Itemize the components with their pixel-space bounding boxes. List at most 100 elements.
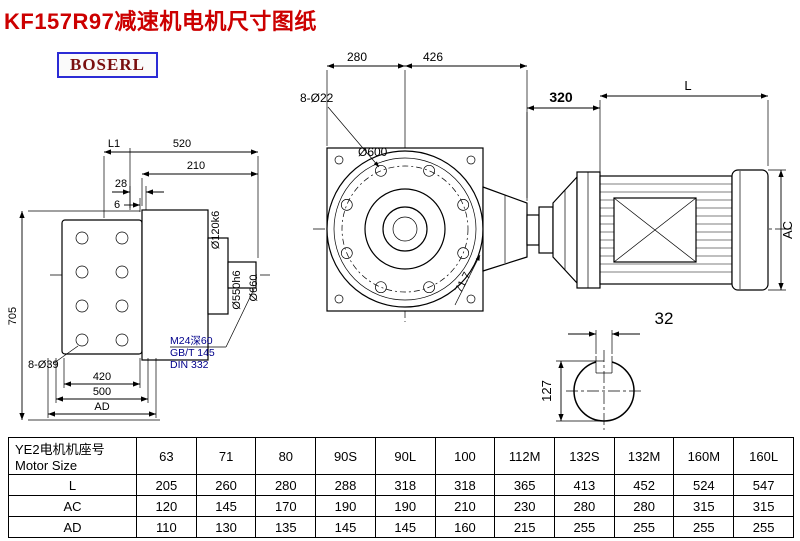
size-header-cell: 160M	[673, 437, 735, 475]
dim-value-cell: 280	[613, 495, 675, 517]
shaft-section-view: 32 127	[539, 309, 673, 430]
dim-value-cell: 135	[255, 516, 317, 538]
dim-value-cell: 210	[434, 495, 496, 517]
dim-value-cell: 524	[673, 474, 735, 496]
note-gbt-145: GB/T 145	[170, 347, 215, 359]
motor-size-label-cn: YE2电机机座号	[15, 442, 105, 457]
dim-value-cell: 120	[136, 495, 197, 517]
dim-8xd22: 8-Ø22	[300, 91, 334, 105]
dim-shaft-diameter: Ø120k6	[210, 211, 222, 250]
dim-value-cell: 255	[673, 516, 735, 538]
dim-value-cell: 315	[673, 495, 735, 517]
flange-step-circle	[333, 157, 477, 301]
flange-bolt-holes-front	[340, 164, 470, 294]
size-header-cell: 71	[195, 437, 257, 475]
size-header-cell: 112M	[494, 437, 556, 475]
size-header-cell: 100	[434, 437, 496, 475]
dim-value-cell: 110	[136, 516, 197, 538]
dim-420: 420	[93, 371, 111, 383]
dim-value-cell: 288	[315, 474, 376, 496]
shaft-bore-circle	[382, 206, 428, 252]
dim-value-cell: 315	[733, 495, 794, 517]
dim-value-cell: 145	[195, 495, 257, 517]
size-header-cell: 90S	[315, 437, 376, 475]
motor-flange	[576, 171, 601, 289]
size-header-cell: 160L	[733, 437, 794, 475]
dim-l: L	[684, 78, 691, 93]
dim-8xd39: 8-Ø39	[28, 359, 59, 371]
fan-cowl	[731, 169, 769, 291]
dim-705: 705	[7, 307, 19, 325]
output-shaft	[227, 261, 257, 289]
corner-holes	[334, 155, 476, 304]
size-header-cell: 80	[255, 437, 317, 475]
dim-value-cell: 205	[136, 474, 197, 496]
dim-value-cell: 160	[434, 516, 496, 538]
adapter-ring	[538, 206, 554, 254]
dim-value-cell: 230	[494, 495, 556, 517]
dim-row-label-cell: L	[8, 474, 137, 496]
dim-value-cell: 365	[494, 474, 556, 496]
dim-value-cell: 255	[733, 516, 794, 538]
dim-value-cell: 255	[554, 516, 615, 538]
size-header-cell: 132M	[613, 437, 675, 475]
dim-value-cell: 190	[315, 495, 376, 517]
dim-value-cell: 145	[315, 516, 376, 538]
gear-housing	[141, 209, 209, 361]
dim-value-cell: 170	[255, 495, 317, 517]
flange-plate	[61, 219, 143, 355]
dim-28: 28	[115, 178, 127, 190]
dim-500: 500	[93, 386, 111, 398]
dim-value-cell: 547	[733, 474, 794, 496]
dim-value-cell: 318	[374, 474, 436, 496]
dim-32: 32	[655, 309, 674, 328]
dim-520: 520	[173, 138, 191, 150]
dim-value-cell: 215	[494, 516, 556, 538]
dim-d600: Ø600	[358, 145, 388, 159]
dim-value-cell: 145	[374, 516, 436, 538]
motor-side-view: 320 L AC	[526, 78, 795, 291]
dim-value-cell: 280	[255, 474, 317, 496]
size-header-cell: 132S	[554, 437, 615, 475]
dim-value-cell: 190	[374, 495, 436, 517]
motor-size-label-cell: YE2电机机座号 Motor Size	[8, 437, 137, 475]
dim-value-cell: 260	[195, 474, 257, 496]
dim-280: 280	[347, 50, 367, 64]
dim-210: 210	[187, 160, 205, 172]
boserl-logo-text: BOSERL	[70, 55, 145, 74]
coupling-sleeve	[526, 214, 540, 246]
dim-row-label-cell: AC	[8, 495, 137, 517]
dim-value-cell: 255	[613, 516, 675, 538]
flange-bolt-holes	[75, 231, 129, 347]
dim-320: 320	[549, 89, 573, 105]
note-m24-tap: M24深60	[170, 335, 213, 347]
dim-value-cell: 130	[195, 516, 257, 538]
note-din-332: DIN 332	[170, 359, 209, 371]
gearbox-side-view: L1 520 210 28 6 705 8-Ø39	[7, 138, 270, 421]
page-title: KF157R97减速机电机尺寸图纸	[4, 9, 317, 34]
dim-value-cell: 452	[613, 474, 675, 496]
keyway-slot	[596, 356, 612, 373]
dim-value-cell: 318	[434, 474, 496, 496]
boserl-logo: BOSERL	[57, 52, 158, 78]
dim-ac: AC	[780, 221, 795, 239]
dim-value-cell: 280	[554, 495, 615, 517]
dim-6: 6	[114, 199, 120, 211]
size-header-cell: 90L	[374, 437, 436, 475]
dim-spigot-diameter: Ø550h6	[231, 270, 243, 309]
dim-426: 426	[423, 50, 443, 64]
motor-size-label-en: Motor Size	[15, 458, 78, 473]
size-header-cell: 63	[136, 437, 197, 475]
inner-bore-circle	[392, 216, 418, 242]
gearbox-front-view: Ø600 8-Ø22 280 426 71.7	[300, 50, 792, 322]
dim-127: 127	[539, 380, 554, 402]
dim-ad: AD	[94, 401, 109, 413]
technical-drawing: L1 520 210 28 6 705 8-Ø39	[7, 50, 795, 430]
